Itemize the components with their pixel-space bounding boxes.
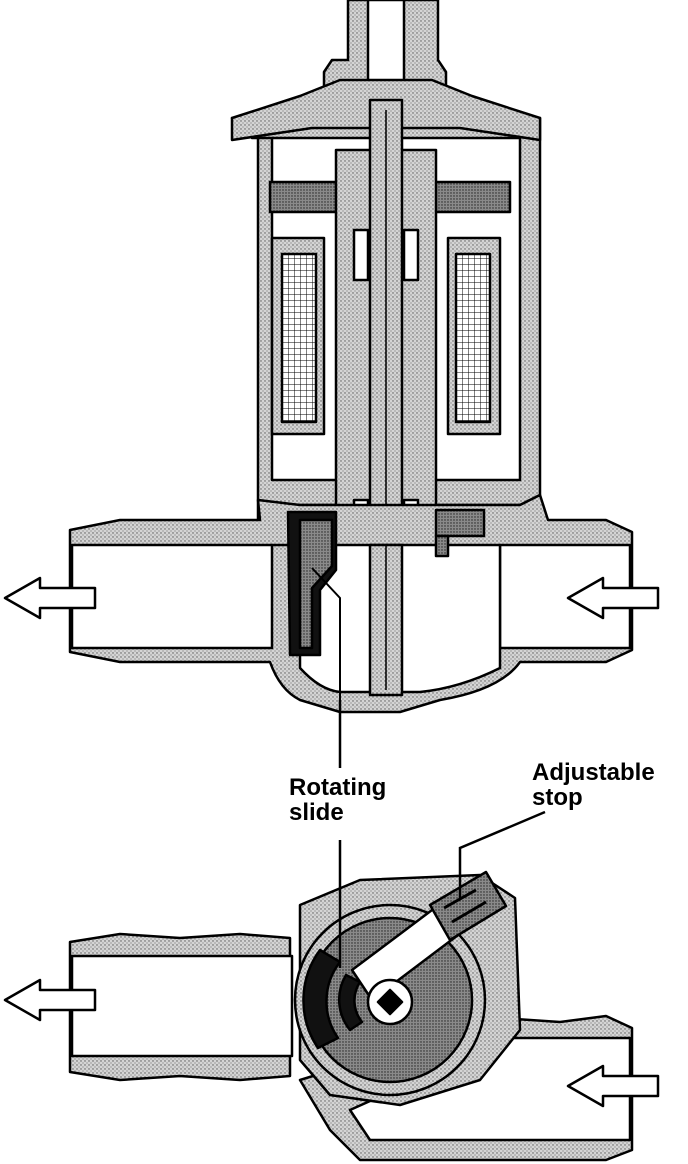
label-adjustable-stop: Adjustable stop bbox=[532, 760, 655, 810]
inlet-arrow-bottom bbox=[566, 1064, 660, 1108]
sectional-view bbox=[68, 0, 634, 714]
stop-block bbox=[428, 870, 508, 942]
label-rotating-slide: Rotating slide bbox=[289, 775, 386, 825]
plan-view bbox=[68, 870, 634, 1162]
spring-left bbox=[268, 180, 348, 214]
label-adjustable-stop-line1: Adjustable bbox=[532, 759, 655, 786]
label-rotating-slide-line2: slide bbox=[289, 799, 344, 826]
inlet-arrow-top bbox=[566, 576, 660, 620]
outlet-arrow-top bbox=[3, 576, 97, 620]
rotating-slide-arc bbox=[302, 948, 342, 1050]
spring-right bbox=[428, 180, 512, 214]
label-adjustable-stop-line2: stop bbox=[532, 784, 583, 811]
leader-adjustable-stop bbox=[458, 810, 546, 898]
label-rotating-slide-line1: Rotating bbox=[289, 774, 387, 801]
outlet-arrow-bottom bbox=[3, 978, 97, 1022]
